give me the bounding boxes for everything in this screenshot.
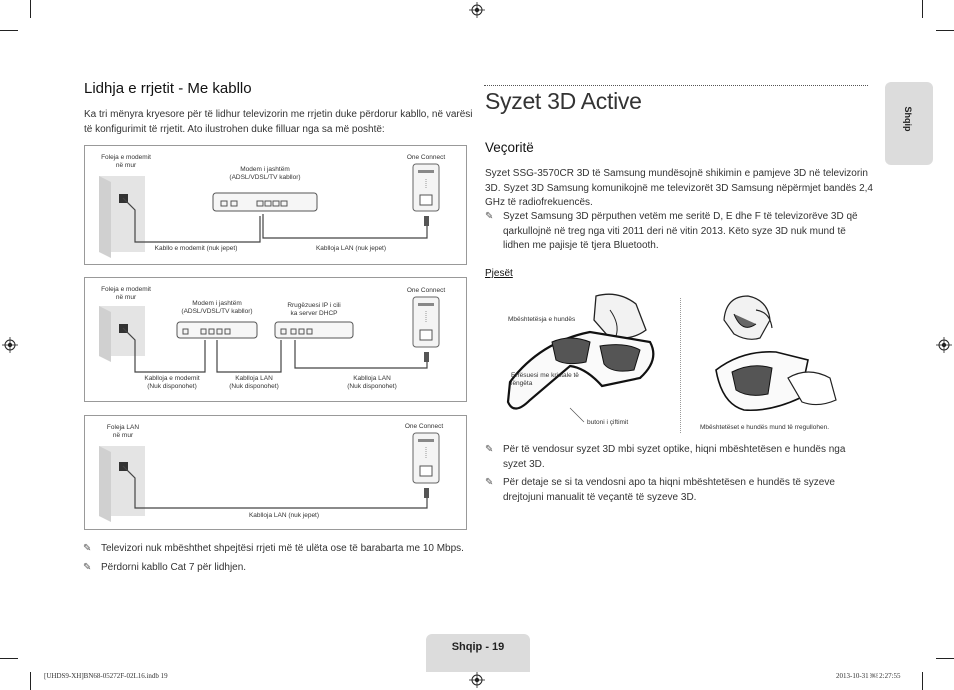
diagram2-illustration: [99, 296, 440, 373]
label-external-modem: Modem i jashtëm (ADSL/VDSL/TV kabllor): [229, 166, 301, 181]
label-external-modem: Modem i jashtëm (ADSL/VDSL/TV kabllor): [181, 300, 253, 315]
registration-mark-icon: [2, 337, 18, 353]
label-one-connect: One Connect: [406, 287, 446, 294]
nosepad-adjust-illustration: [715, 295, 837, 412]
diagram3-illustration: [99, 432, 440, 522]
crop-mark: [30, 0, 31, 18]
note-speed: ✎ Televizori nuk mbështhet shpejtësi rrj…: [83, 542, 471, 557]
section-subtitle-features: Veçoritë: [485, 140, 534, 155]
note-pencil-icon: ✎: [485, 211, 494, 222]
note-pencil-icon: ✎: [83, 543, 92, 554]
label-lan-cable-b: Kablloja LAN (Nuk disponohet): [347, 375, 397, 390]
label-pairing-button: butoni i çiftimit: [587, 419, 629, 426]
diagram-wall-lan: Foleja LAN në mur One Connect Kablloja L…: [84, 415, 467, 530]
note-cable: ✎ Përdorni kabllo Cat 7 për lidhjen.: [83, 561, 471, 576]
registration-mark-icon: [469, 2, 485, 18]
crop-mark: [0, 30, 18, 31]
label-lan-cable: Kablloja LAN (nuk jepet): [315, 245, 387, 252]
diagram-direct-modem: Foleja e modemit në mur Modem i jashtëm …: [84, 145, 467, 265]
registration-mark-icon: [469, 672, 485, 688]
crop-mark: [0, 658, 18, 659]
label-nose-pad: Mbështetësja e hundës: [508, 316, 576, 323]
print-slug-right: 2013-10-31 ￼ 2:27:55: [836, 672, 901, 680]
language-side-tab: Shqip: [885, 82, 933, 165]
label-wall-modem: Foleja e modemit në mur: [101, 154, 151, 169]
parts-heading: Pjesët: [485, 268, 513, 279]
crop-mark: [30, 672, 31, 690]
note-pencil-icon: ✎: [485, 444, 494, 455]
label-nose-pad-adjustable: Mbështetëset e hundës mund të rregullohe…: [700, 424, 830, 431]
label-one-connect: One Connect: [406, 154, 446, 161]
note-optical-glasses: ✎ Për të vendosur syzet 3D mbi syzet opt…: [485, 444, 846, 470]
label-wall-modem: Foleja e modemit në mur: [101, 286, 151, 301]
section-title-network: Lidhja e rrjetit - Me kabllo: [84, 80, 252, 97]
registration-mark-icon: [936, 337, 952, 353]
label-modem-cable: Kabllo e modemit (nuk jepet): [154, 245, 238, 252]
illustration-divider: [680, 298, 681, 433]
note-compatibility: ✎ Syzet Samsung 3D përputhen vetëm me se…: [485, 211, 858, 251]
note-pencil-icon: ✎: [485, 477, 494, 488]
label-lcd-shutter: Errësuesi me kristale të lëngëta: [511, 372, 579, 387]
glasses-parts-illustration: [506, 293, 655, 423]
label-wall-lan: Foleja LAN në mur: [106, 424, 140, 439]
crop-mark: [922, 672, 923, 690]
crop-mark: [936, 30, 954, 31]
note-manual: ✎ Për detaje se si ta vendosni apo ta hi…: [485, 477, 835, 503]
label-ip-router: Rrugëzuesi IP i cili ka server DHCP: [287, 302, 341, 317]
features-paragraph: Syzet SSG-3570CR 3D të Samsung mundësojn…: [485, 168, 873, 208]
intro-paragraph: Ka tri mënyra kryesore për të lidhur tel…: [84, 109, 473, 135]
diagram-modem-router: Foleja e modemit në mur Modem i jashtëm …: [84, 277, 467, 402]
label-modem-cable: Kablloja e modemit (Nuk disponohet): [144, 375, 200, 390]
page-number-tab: Shqip - 19: [426, 634, 530, 672]
diagram1-illustration: [99, 163, 440, 258]
label-lan-cable-a: Kablloja LAN (Nuk disponohet): [229, 375, 279, 390]
crop-mark: [936, 658, 954, 659]
crop-mark: [922, 0, 923, 18]
print-slug-left: [UHDS9-XH]BN68-05272F-02L16.indb 19: [44, 672, 168, 680]
section-divider: [484, 85, 868, 86]
page-title: Syzet 3D Active: [485, 88, 642, 114]
note-pencil-icon: ✎: [83, 562, 92, 573]
label-one-connect: One Connect: [404, 423, 444, 430]
label-lan-cable: Kablloja LAN (nuk jepet): [248, 512, 320, 519]
